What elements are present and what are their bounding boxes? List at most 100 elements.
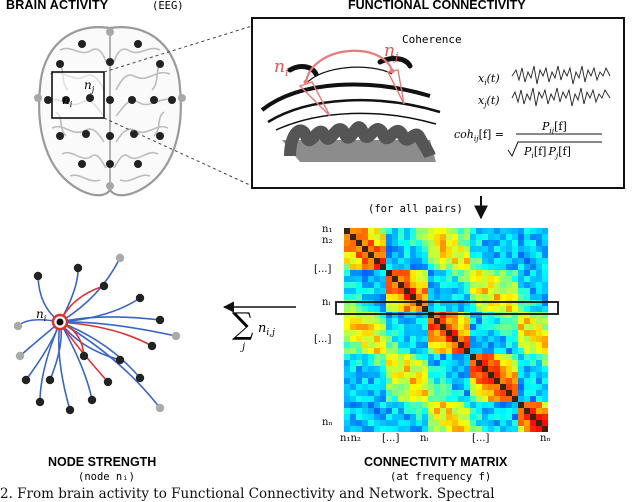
graph-node	[103, 377, 113, 387]
matrix-cell	[404, 288, 410, 294]
matrix-cell	[518, 300, 524, 306]
matrix-cell	[416, 366, 422, 372]
matrix-cell	[440, 348, 446, 354]
matrix-cell	[482, 348, 488, 354]
matrix-cell	[488, 360, 494, 366]
sum-term: ni,j	[258, 321, 275, 338]
matrix-cell	[404, 294, 410, 300]
matrix-cell	[422, 360, 428, 366]
graph-edge	[59, 257, 121, 323]
matrix-cell	[416, 414, 422, 420]
matrix-cell	[470, 258, 476, 264]
matrix-cell	[416, 312, 422, 318]
matrix-cell	[356, 342, 362, 348]
matrix-cell	[362, 366, 368, 372]
matrix-cell	[428, 264, 434, 270]
matrix-cell	[518, 252, 524, 258]
matrix-cell	[422, 288, 428, 294]
matrix-cell	[398, 336, 404, 342]
matrix-cell	[422, 240, 428, 246]
signal-label-xi: xi(t)	[478, 72, 500, 87]
matrix-cell	[356, 414, 362, 420]
matrix-cell	[422, 384, 428, 390]
matrix-cell	[482, 318, 488, 324]
matrix-cell	[482, 372, 488, 378]
matrix-cell	[404, 384, 410, 390]
matrix-cell	[404, 228, 410, 234]
matrix-cell	[464, 336, 470, 342]
matrix-cell	[410, 342, 416, 348]
matrix-cell	[440, 264, 446, 270]
matrix-cell	[482, 330, 488, 336]
matrix-cell	[530, 258, 536, 264]
matrix-cell	[380, 258, 386, 264]
matrix-cell	[350, 372, 356, 378]
matrix-cell	[416, 402, 422, 408]
matrix-cell	[524, 372, 530, 378]
graph-node	[171, 331, 181, 341]
matrix-cell	[500, 348, 506, 354]
matrix-cell	[524, 276, 530, 282]
matrix-cell	[392, 354, 398, 360]
matrix-cell	[398, 384, 404, 390]
matrix-cell	[464, 402, 470, 408]
matrix-cell	[362, 240, 368, 246]
matrix-cell	[368, 336, 374, 342]
matrix-cell	[344, 246, 350, 252]
matrix-cell	[368, 354, 374, 360]
matrix-cell	[446, 252, 452, 258]
matrix-cell	[452, 336, 458, 342]
matrix-cell	[440, 324, 446, 330]
graph-node	[15, 351, 25, 361]
graph-edge	[59, 297, 141, 323]
matrix-cell	[344, 426, 350, 432]
matrix-cell	[398, 306, 404, 312]
matrix-cell	[356, 300, 362, 306]
matrix-cell	[542, 246, 548, 252]
matrix-cell	[404, 390, 410, 396]
matrix-cell	[362, 336, 368, 342]
matrix-cell	[368, 270, 374, 276]
matrix-cell	[542, 282, 548, 288]
matrix-cell	[416, 270, 422, 276]
matrix-cell	[470, 318, 476, 324]
matrix-cell	[512, 306, 518, 312]
matrix-cell	[446, 390, 452, 396]
matrix-cell	[368, 384, 374, 390]
matrix-cell	[422, 234, 428, 240]
matrix-cell	[404, 282, 410, 288]
matrix-cell	[542, 342, 548, 348]
graph-edge	[59, 321, 177, 337]
matrix-cell	[488, 348, 494, 354]
matrix-cell	[524, 294, 530, 300]
matrix-cell	[500, 276, 506, 282]
matrix-cell	[386, 258, 392, 264]
matrix-cell	[422, 282, 428, 288]
cortex-label-nj: nj	[384, 41, 399, 63]
matrix-cell	[506, 276, 512, 282]
matrix-cell	[392, 282, 398, 288]
matrix-cell	[386, 300, 392, 306]
matrix-cell	[470, 306, 476, 312]
matrix-cell	[350, 330, 356, 336]
matrix-cell	[380, 276, 386, 282]
matrix-cell	[470, 414, 476, 420]
matrix-cell	[494, 348, 500, 354]
matrix-cell	[380, 240, 386, 246]
matrix-cell	[440, 396, 446, 402]
matrix-cell	[398, 228, 404, 234]
matrix-cell	[362, 372, 368, 378]
matrix-cell	[398, 324, 404, 330]
matrix-cell	[470, 384, 476, 390]
matrix-cell	[350, 384, 356, 390]
matrix-cell	[488, 228, 494, 234]
matrix-cell	[410, 312, 416, 318]
matrix-cell	[494, 384, 500, 390]
matrix-cell	[452, 282, 458, 288]
matrix-cell	[344, 396, 350, 402]
matrix-cell	[398, 372, 404, 378]
matrix-cell	[434, 348, 440, 354]
for-all-pairs-label: (for all pairs)	[368, 203, 463, 215]
matrix-cell	[476, 426, 482, 432]
matrix-cell	[404, 252, 410, 258]
